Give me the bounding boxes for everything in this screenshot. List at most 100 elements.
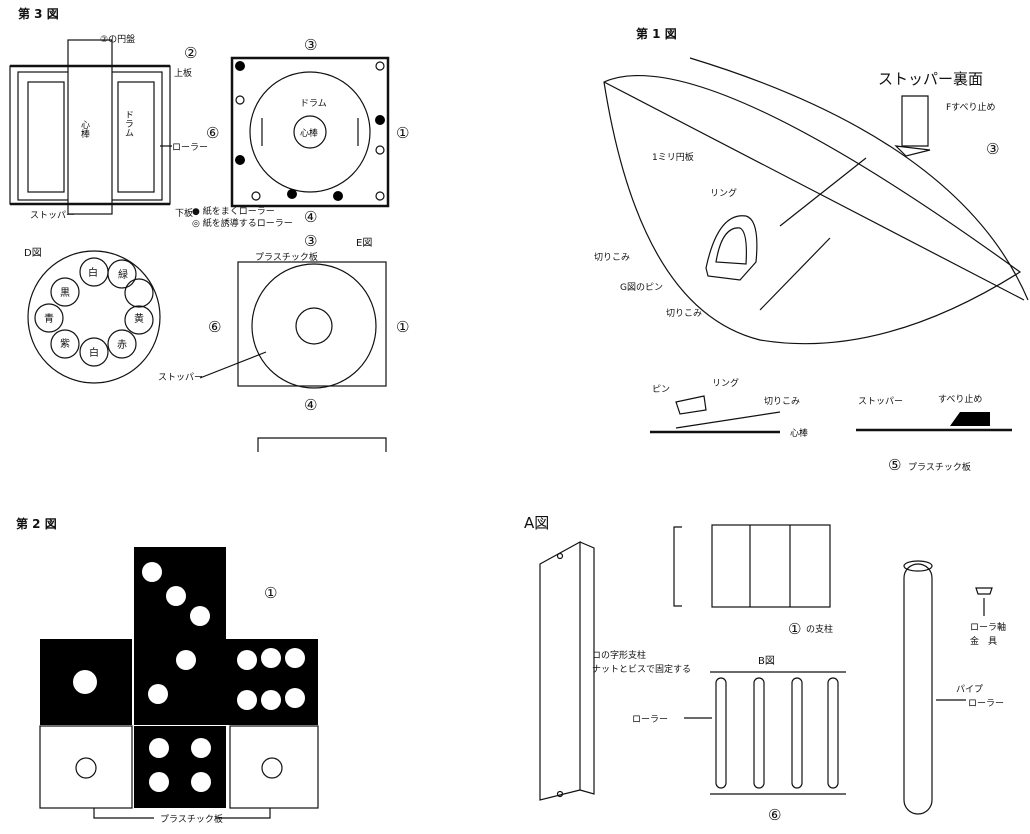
d-segment bbox=[124, 305, 154, 335]
e-fig-drawing bbox=[237, 261, 387, 452]
white-face-left bbox=[39, 725, 133, 809]
guide-roller bbox=[251, 191, 261, 201]
guide-roller bbox=[375, 191, 385, 201]
plastic-board-label: プラスチック板 bbox=[908, 461, 971, 473]
fig2-plastic-board: プラスチック板 bbox=[160, 813, 223, 825]
stopper-arrow bbox=[779, 157, 867, 227]
figA-group: A図 bbox=[524, 514, 993, 815]
pipe-label: パイプ bbox=[956, 684, 983, 695]
pipe-top bbox=[903, 560, 933, 572]
bottom-board-label: 下板 bbox=[175, 207, 193, 219]
legend-black-roller: ● 紙をまくローラー bbox=[192, 205, 275, 217]
u-post-front bbox=[539, 540, 581, 801]
wind-roller bbox=[287, 189, 297, 199]
notch2-label: 切りこみ bbox=[666, 308, 702, 319]
fig2-label-1: ① bbox=[264, 584, 277, 602]
fig1-label-3: ③ bbox=[986, 140, 999, 158]
plastic-board-bracket bbox=[93, 808, 271, 819]
core-rod-label: 心棒 bbox=[79, 120, 90, 139]
white-face-right bbox=[229, 725, 319, 809]
core-rod-detail-label: 心棒 bbox=[790, 427, 808, 439]
pip bbox=[191, 772, 211, 792]
pip bbox=[237, 690, 257, 710]
top-drum-label: ドラム bbox=[300, 98, 327, 109]
fig3-label-2: ② bbox=[184, 44, 197, 62]
e-outer-circle bbox=[251, 263, 377, 389]
figA-label-1: ① bbox=[788, 620, 801, 638]
pip bbox=[285, 648, 305, 668]
e-stopper-leader bbox=[199, 351, 267, 379]
d-seg-6: 青 bbox=[44, 312, 54, 325]
fig1-title: 第 1 図 bbox=[636, 26, 677, 41]
plate-diameter bbox=[603, 81, 1025, 301]
drum-right-panel bbox=[117, 81, 155, 193]
fig3-side-view: 心棒 ドラム bbox=[9, 39, 171, 215]
d-segment bbox=[79, 337, 109, 367]
fig3-group: 第 3 図 心棒 ドラム ②の円盤 ② 上板 ローラー ストッパー 下板 bbox=[9, 6, 409, 452]
pipe-roller-label: ローラー bbox=[968, 698, 1004, 709]
bolt-hole bbox=[556, 552, 564, 560]
nut-bolt-label: ナットとビスで固定する bbox=[592, 663, 691, 675]
post-bracket bbox=[673, 526, 682, 607]
e-board bbox=[237, 261, 387, 387]
die-face-3b bbox=[134, 639, 226, 725]
d-seg-0: 白 bbox=[88, 266, 98, 279]
roller-axis-label2: 金 具 bbox=[970, 635, 997, 647]
roller-axis-fitting bbox=[975, 587, 993, 595]
fig3-label-4: ④ bbox=[304, 208, 317, 226]
wind-roller bbox=[333, 191, 343, 201]
e-label-4: ④ bbox=[304, 396, 317, 414]
e-label-3: ③ bbox=[304, 232, 317, 250]
stopper-back-label: ストッパー裏面 bbox=[878, 70, 983, 88]
d-segment bbox=[50, 329, 80, 359]
guide-roller bbox=[235, 95, 245, 105]
pipe-roller bbox=[903, 563, 933, 815]
wind-roller bbox=[375, 115, 385, 125]
b-roller bbox=[715, 677, 727, 789]
d-seg-2: 黄 bbox=[134, 312, 144, 325]
bolt-hole bbox=[556, 790, 564, 798]
b-roller-label: ローラー bbox=[632, 714, 668, 725]
fig1-label-5: ⑤ bbox=[888, 456, 901, 474]
d-wheel-outer bbox=[27, 250, 161, 384]
notch-line bbox=[675, 411, 781, 429]
legend-ring-roller: ◎ 紙を誘導するローラー bbox=[192, 217, 293, 229]
figA-label-6: ⑥ bbox=[768, 806, 781, 824]
pip bbox=[142, 562, 162, 582]
pip bbox=[148, 684, 168, 704]
stopper2-label: ストッパー bbox=[858, 396, 903, 407]
fig2-title: 第 2 図 bbox=[16, 516, 57, 531]
fig1-group: 第 1 図 bbox=[603, 26, 1029, 345]
e-label-6: ⑥ bbox=[208, 318, 221, 336]
f-slip-stop bbox=[901, 95, 929, 147]
drum-left-panel bbox=[27, 81, 65, 193]
d-segment bbox=[124, 278, 154, 308]
drum-circle bbox=[249, 71, 371, 193]
e-inner-circle bbox=[295, 307, 333, 345]
d-seg-7: 黒 bbox=[60, 287, 70, 299]
d-segment-top bbox=[79, 257, 109, 287]
roller-axis-label1: ローラ軸 bbox=[970, 621, 1006, 633]
stopper-label: ストッパー bbox=[30, 210, 75, 221]
fig3-label-6: ⑥ bbox=[206, 124, 219, 142]
hole bbox=[261, 757, 283, 779]
side-roller-label: ローラー bbox=[172, 142, 208, 153]
e-plastic-board: プラスチック板 bbox=[255, 251, 318, 263]
wind-roller bbox=[235, 61, 245, 71]
u-post-side bbox=[579, 541, 595, 795]
ring-shape bbox=[705, 215, 758, 281]
d-segment bbox=[50, 277, 80, 307]
ring-detail bbox=[675, 395, 707, 415]
d-seg-5: 紫 bbox=[60, 338, 70, 350]
ring-inner bbox=[715, 227, 747, 265]
e-fig-title: E図 bbox=[356, 237, 372, 249]
core-rod-bar bbox=[67, 39, 113, 215]
plate-upper-edge bbox=[689, 57, 1029, 301]
hole bbox=[75, 757, 97, 779]
slip-stop-label: すべり止め bbox=[938, 393, 982, 405]
die-face-4 bbox=[134, 726, 226, 808]
ring2-label: リング bbox=[712, 377, 739, 389]
figA-title: A図 bbox=[524, 514, 549, 532]
pip bbox=[237, 650, 257, 670]
